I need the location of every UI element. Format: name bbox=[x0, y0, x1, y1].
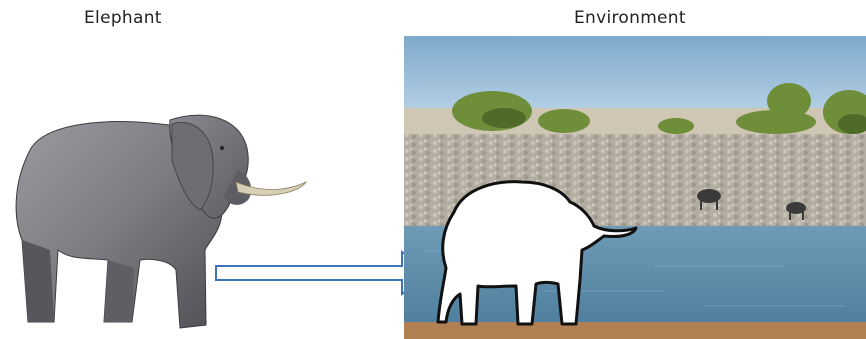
environment-label: Environment bbox=[574, 8, 686, 28]
elephant-image bbox=[0, 100, 315, 335]
environment-image bbox=[404, 36, 866, 339]
elephant-label: Elephant bbox=[84, 8, 162, 28]
